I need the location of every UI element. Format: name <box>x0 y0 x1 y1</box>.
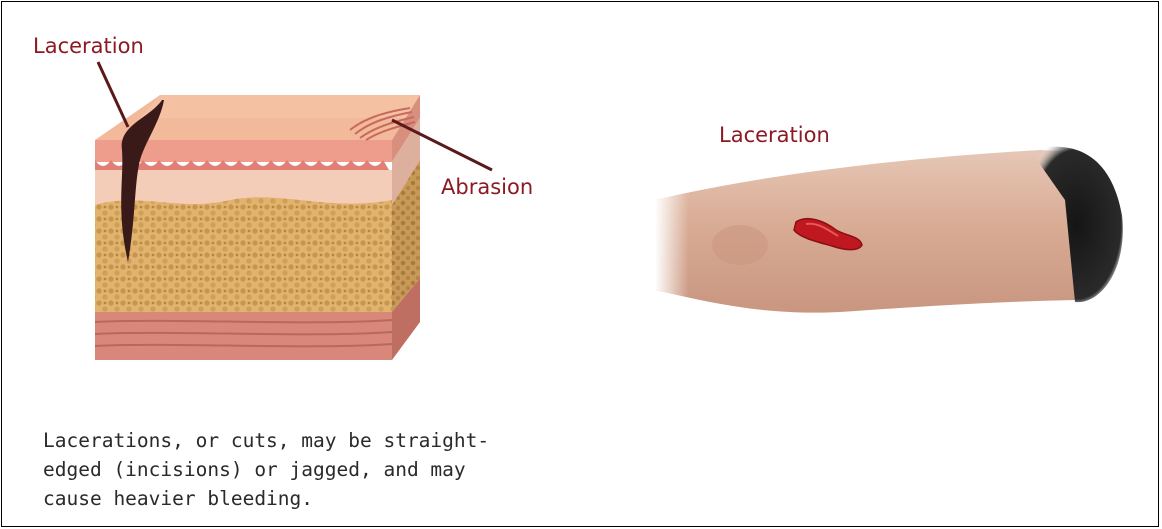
arm-illustration <box>655 147 1123 313</box>
laceration-label-arm: Laceration <box>719 123 830 147</box>
caption-line: cause heavier bleeding. <box>43 484 563 513</box>
laceration-label-skin: Laceration <box>33 34 144 58</box>
abrasion-label: Abrasion <box>441 175 533 199</box>
caption-line: Lacerations, or cuts, may be straight- <box>43 426 563 455</box>
skin-cross-section <box>95 62 492 360</box>
caption-line: edged (incisions) or jagged, and may <box>43 455 563 484</box>
laceration-leader-line <box>98 62 128 127</box>
caption-text: Lacerations, or cuts, may be straight- e… <box>43 426 563 513</box>
